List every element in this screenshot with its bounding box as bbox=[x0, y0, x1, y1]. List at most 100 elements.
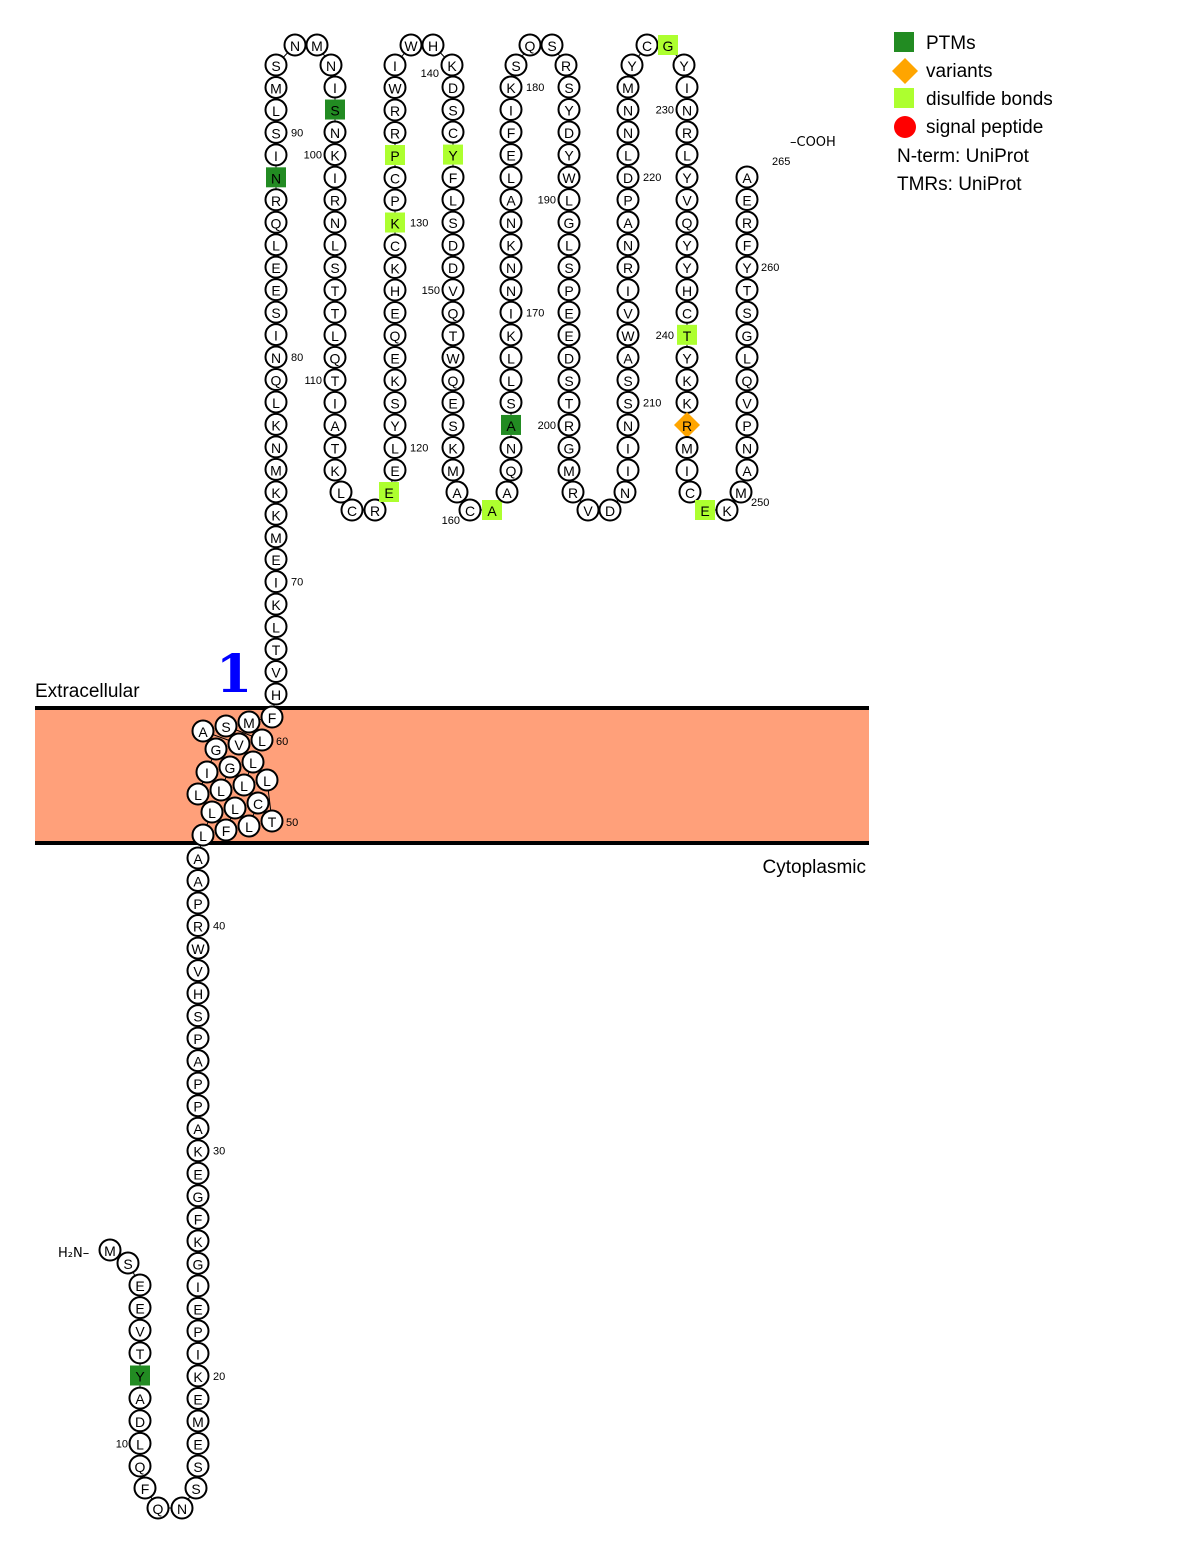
residue-marker bbox=[363, 498, 387, 522]
residue-marker bbox=[323, 75, 347, 99]
residue-marker bbox=[223, 796, 247, 820]
residue-marker bbox=[383, 436, 407, 459]
residue: W bbox=[186, 936, 210, 960]
residue: Y bbox=[675, 165, 699, 189]
residue: K bbox=[264, 502, 288, 526]
residue-marker bbox=[264, 53, 288, 77]
ptm-residue-marker bbox=[266, 167, 286, 188]
residue-marker bbox=[264, 592, 288, 616]
residue-letter: L bbox=[331, 238, 339, 254]
residue-letter: T bbox=[272, 642, 281, 658]
residue: I bbox=[186, 1274, 210, 1298]
residue-letter: Y bbox=[679, 58, 689, 74]
residue-letter: K bbox=[193, 1144, 203, 1160]
residue: D bbox=[441, 75, 465, 99]
residue-letter: M bbox=[735, 485, 747, 501]
residue: Q bbox=[128, 1454, 152, 1478]
residue: K bbox=[441, 435, 465, 459]
residue-marker bbox=[440, 53, 464, 77]
residue-letter: I bbox=[196, 1346, 200, 1362]
residue: R bbox=[616, 255, 640, 279]
residue-marker bbox=[675, 98, 699, 122]
residue-letter: S bbox=[623, 373, 632, 389]
residue-marker bbox=[195, 760, 219, 784]
residue-marker bbox=[561, 480, 585, 504]
residue-letter: Y bbox=[390, 418, 400, 434]
residue: L bbox=[191, 823, 215, 847]
residue-marker bbox=[557, 435, 581, 459]
residue-marker bbox=[264, 637, 288, 661]
residue: T bbox=[735, 278, 759, 302]
residue-marker bbox=[305, 33, 329, 57]
disulfide-residue-marker bbox=[695, 500, 715, 520]
residue: Y bbox=[735, 255, 759, 279]
residue-letter: L bbox=[683, 148, 691, 164]
residue: E bbox=[186, 1386, 210, 1410]
residue-marker bbox=[383, 391, 407, 414]
residue-marker bbox=[255, 768, 279, 792]
residue: I bbox=[675, 458, 699, 482]
residue-letter: L bbox=[208, 805, 216, 821]
residue: K bbox=[675, 390, 699, 414]
residue-letter: Q bbox=[390, 328, 401, 344]
residue: T bbox=[260, 809, 284, 833]
residue: R bbox=[561, 480, 585, 504]
residue-marker bbox=[186, 1229, 210, 1253]
residue-letter: Y bbox=[564, 148, 574, 164]
residue-letter: S bbox=[330, 260, 339, 276]
residue: S bbox=[214, 714, 238, 738]
residue: F bbox=[260, 705, 284, 729]
residue-marker bbox=[128, 1318, 152, 1342]
residue-letter: M bbox=[447, 463, 459, 479]
residue-marker bbox=[675, 435, 699, 459]
residue-marker bbox=[323, 210, 347, 234]
residue: Q bbox=[264, 210, 288, 234]
residue-letter: N bbox=[271, 350, 281, 366]
residue-letter: Q bbox=[153, 1501, 164, 1517]
residue: S bbox=[186, 1454, 210, 1478]
position-number: 260 bbox=[761, 262, 779, 274]
residue: E bbox=[264, 278, 288, 302]
residue-letter: K bbox=[330, 463, 340, 479]
residue-marker bbox=[735, 210, 759, 234]
ptm-legend-icon bbox=[894, 32, 914, 52]
residue: F bbox=[441, 165, 465, 189]
residue-marker bbox=[186, 1431, 210, 1455]
residue-marker bbox=[264, 615, 288, 639]
residue-marker bbox=[146, 1496, 170, 1520]
residue-marker bbox=[323, 345, 347, 369]
residue-letter: S bbox=[193, 1459, 202, 1475]
residue-letter: H bbox=[428, 38, 438, 54]
residue-letter: A bbox=[452, 485, 462, 501]
residue-letter: I bbox=[274, 148, 278, 164]
residue: C bbox=[458, 498, 482, 522]
residue: C bbox=[675, 300, 699, 324]
residue-marker bbox=[264, 682, 288, 706]
position-number: 40 bbox=[213, 921, 225, 933]
residue: N bbox=[613, 480, 637, 504]
disulfide-residue-marker bbox=[443, 144, 463, 165]
residue-marker bbox=[557, 323, 581, 347]
residue-letter: A bbox=[506, 193, 516, 209]
residue-marker bbox=[128, 1409, 152, 1433]
residue: W bbox=[616, 323, 640, 347]
residue-letter: E bbox=[506, 148, 515, 164]
residue-letter: P bbox=[193, 1076, 202, 1092]
residue-marker bbox=[675, 345, 699, 369]
residue-marker bbox=[264, 210, 288, 234]
residue-letter: P bbox=[623, 193, 632, 209]
residue-letter: L bbox=[507, 373, 515, 389]
residue-marker bbox=[499, 143, 523, 167]
residue-letter: I bbox=[274, 328, 278, 344]
residue: A bbox=[445, 480, 469, 504]
residue: E bbox=[383, 301, 407, 324]
residue-letter: R bbox=[330, 193, 340, 209]
disulfide-residue: E bbox=[379, 482, 399, 502]
residue: L bbox=[499, 368, 523, 392]
residue: S bbox=[504, 53, 528, 77]
residue: T bbox=[323, 278, 347, 302]
residue-marker bbox=[264, 323, 288, 347]
position-number: 180 bbox=[526, 82, 544, 94]
residue: D bbox=[616, 165, 640, 189]
residue-marker bbox=[186, 1049, 210, 1073]
